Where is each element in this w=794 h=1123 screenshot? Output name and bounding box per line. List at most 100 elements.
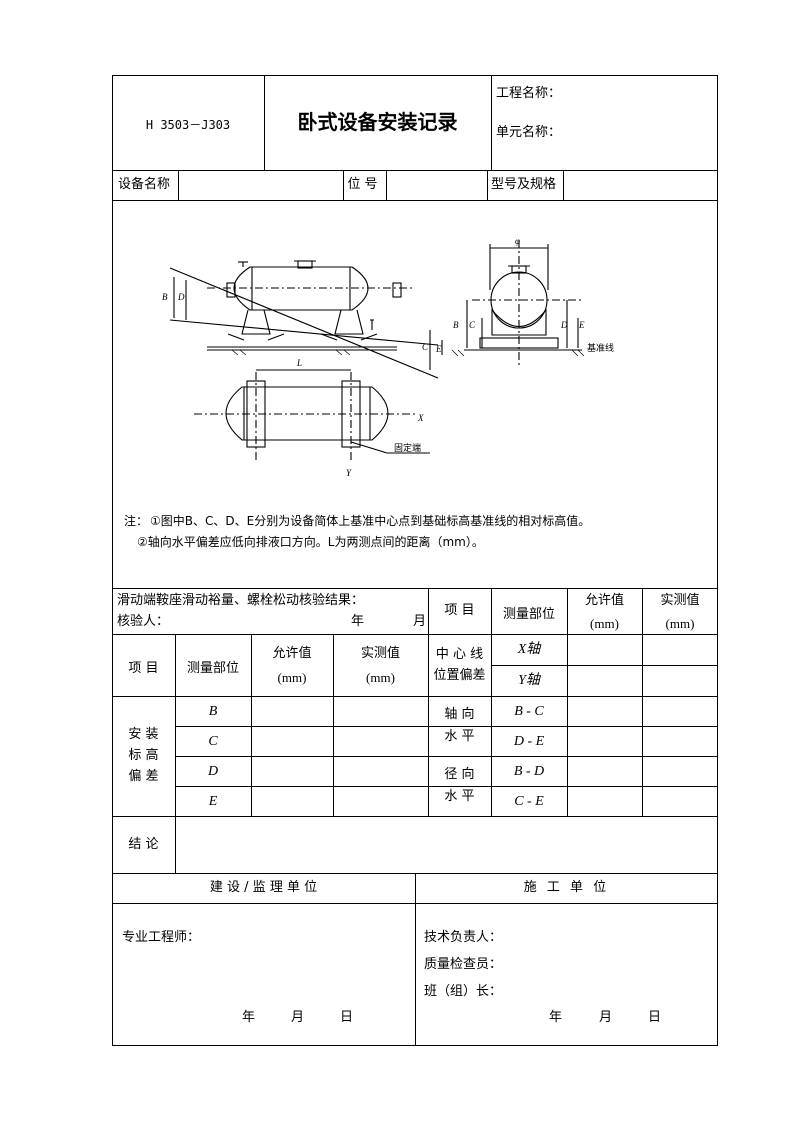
owner-year: 年 xyxy=(242,1010,256,1025)
note-line-2: ②轴向水平偏差应低向排液口方向。L为两测点间的距离（mm）。 xyxy=(137,535,484,549)
sliding-check-text: 滑动端鞍座滑动裕量、螺栓松动核验结果： xyxy=(117,593,365,608)
radial-row-bd: B - D xyxy=(513,764,545,779)
right-item-header: 项 目 xyxy=(444,603,475,618)
tech-lead-label: 技术负责人： xyxy=(424,930,503,945)
right-measured-unit: (mm) xyxy=(665,616,695,631)
rule-table-v-l1 xyxy=(175,634,176,873)
owner-day: 日 xyxy=(340,1010,354,1025)
vessel-plan-body xyxy=(225,386,389,441)
label-C-end: C xyxy=(469,320,476,330)
axial-group-2: 水 平 xyxy=(444,729,475,744)
saddle-end xyxy=(491,308,547,336)
left-allowed-header: 允许值 xyxy=(272,646,312,661)
unit-name-label: 单元名称： xyxy=(496,125,562,140)
elev-row-e: E xyxy=(208,794,218,809)
label-X: X xyxy=(417,413,424,423)
elev-group-1: 安 装 xyxy=(128,727,159,742)
saddle-left xyxy=(241,309,271,335)
label-E-side: E xyxy=(435,344,442,354)
rule-info-v4 xyxy=(487,170,488,200)
right-measured-header: 实测值 xyxy=(660,593,700,608)
left-item-header: 项 目 xyxy=(128,661,159,676)
rule-table-v-l3 xyxy=(333,634,334,816)
label-Y: Y xyxy=(346,468,352,478)
model-label: 型号及规格 xyxy=(491,177,557,192)
note-line-1: ①图中B、C、D、E分别为设备简体上基准中心点到基础标高基准线的相对标高值。 xyxy=(150,514,591,528)
rule-row-2-left xyxy=(175,756,428,757)
check-year: 年 xyxy=(351,614,365,629)
label-B-side: B xyxy=(162,292,168,302)
label-B-end: B xyxy=(453,320,459,330)
rule-info-v5 xyxy=(563,170,564,200)
contractor-unit-title: 施 工 单 位 xyxy=(523,880,610,895)
label-D-end: D xyxy=(560,320,568,330)
elev-group-2: 标 高 xyxy=(128,748,159,763)
center-group-2: 位置偏差 xyxy=(433,668,486,683)
qc-inspector-label: 质量检查员： xyxy=(424,957,503,972)
rule-table-v-r1 xyxy=(491,588,492,816)
left-part-header: 测量部位 xyxy=(186,661,239,676)
radial-row-ce: C - E xyxy=(514,794,544,809)
left-allowed-unit: (mm) xyxy=(277,670,307,685)
label-C-side: C xyxy=(422,342,429,352)
contractor-month: 月 xyxy=(599,1010,613,1025)
left-measured-header: 实测值 xyxy=(360,646,400,661)
elev-group-3: 偏 差 xyxy=(128,769,159,784)
center-group-1: 中 心 线 xyxy=(435,647,484,662)
rule-row-2-right xyxy=(428,756,718,757)
foreman-label: 班（组）长： xyxy=(424,984,503,999)
rule-info-v3 xyxy=(386,170,387,200)
label-datum-line: 基准线 xyxy=(587,342,614,354)
center-row-y: Y轴 xyxy=(518,673,540,688)
project-name-label: 工程名称： xyxy=(496,86,562,101)
equipment-diagram: B D C E L X Y φ B C D E 固定端 基准线 xyxy=(162,236,614,478)
rule-info-v2 xyxy=(343,170,344,200)
rule-table-bottom xyxy=(112,816,718,817)
rule-table-v-l2 xyxy=(251,634,252,816)
elev-row-d: D xyxy=(207,764,219,779)
radial-group-2: 水 平 xyxy=(444,789,475,804)
rule-check-bottom xyxy=(112,634,718,635)
rule-header-v2 xyxy=(491,75,492,170)
rule-info-v1 xyxy=(178,170,179,200)
form-title: 卧式设备安装记录 xyxy=(297,110,458,134)
contractor-year: 年 xyxy=(549,1010,563,1025)
equipment-name-label: 设备名称 xyxy=(118,177,171,192)
rule-info-bottom xyxy=(112,200,718,201)
label-E-end: E xyxy=(578,320,585,330)
axial-group-1: 轴 向 xyxy=(444,707,475,722)
axial-row-de: D - E xyxy=(513,734,545,749)
saddle-right xyxy=(334,309,364,335)
axial-row-bc: B - C xyxy=(514,704,544,719)
right-part-header: 测量部位 xyxy=(502,607,555,622)
rule-header-v1 xyxy=(264,75,265,170)
rule-table-v-r2 xyxy=(567,588,568,816)
owner-unit-title: 建 设 / 监 理 单 位 xyxy=(209,880,318,895)
position-label: 位号 xyxy=(347,177,382,192)
engineer-label: 专业工程师： xyxy=(122,930,201,945)
label-phi: φ xyxy=(515,236,520,246)
right-allowed-unit: (mm) xyxy=(590,616,619,631)
center-row-x: X轴 xyxy=(517,642,541,657)
label-fixed-end: 固定端 xyxy=(394,442,421,454)
conclusion-label: 结 论 xyxy=(128,837,159,852)
rule-table-v-r3 xyxy=(642,588,643,816)
rule-diagram-bottom xyxy=(112,588,718,589)
left-measured-unit: (mm) xyxy=(366,670,395,685)
elev-row-b: B xyxy=(208,704,218,719)
label-D-side: D xyxy=(177,292,185,302)
right-allowed-header: 允许值 xyxy=(584,593,624,608)
rule-header-bottom xyxy=(112,170,718,171)
rule-table-v-mid xyxy=(428,588,429,816)
owner-month: 月 xyxy=(291,1010,305,1025)
rule-table-header-bottom xyxy=(112,696,718,697)
radial-group-1: 径 向 xyxy=(444,767,475,782)
vessel-side-body xyxy=(233,266,369,311)
contractor-day: 日 xyxy=(648,1010,662,1025)
form-code: H 3503－J303 xyxy=(145,118,231,132)
check-month: 月 xyxy=(413,614,427,629)
rule-row-3 xyxy=(175,786,718,787)
rule-center-mid xyxy=(491,665,718,666)
rule-row-1 xyxy=(175,726,718,727)
note-prefix: 注： xyxy=(124,514,149,528)
